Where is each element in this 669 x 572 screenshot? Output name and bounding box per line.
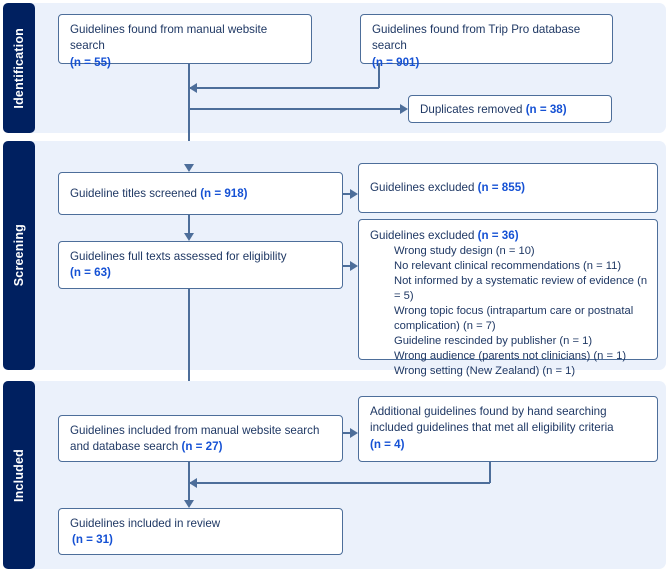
box-trip-pro-search: Guidelines found from Trip Pro database …: [360, 14, 613, 69]
box-additional-hand-search-count: (n = 4): [370, 437, 405, 451]
connector-titles-to-excluded: [343, 193, 351, 195]
arrow-into-full-texts-excluded: [350, 261, 358, 271]
connector-trippro-left: [188, 87, 379, 89]
box-duplicates-removed-count: (n = 38): [525, 103, 567, 116]
box-titles-excluded-text: Guidelines excluded: [370, 181, 478, 194]
list-item: Wrong topic focus (intrapartum care or p…: [394, 305, 634, 333]
connector-fulltexts-to-excluded: [343, 265, 351, 267]
arrow-into-additional-box: [350, 428, 358, 438]
band-label-screening-text: Screening: [12, 224, 26, 287]
connector-titles-to-fulltexts: [188, 215, 190, 237]
box-duplicates-removed-text: Duplicates removed: [420, 103, 526, 116]
box-additional-hand-search-text: Additional guidelines found by hand sear…: [370, 405, 614, 435]
arrow-into-full-texts: [184, 233, 194, 241]
box-titles-screened: Guideline titles screened (n = 918): [58, 172, 343, 215]
box-full-texts-excluded: Guidelines excluded (n = 36) Wrong study…: [358, 219, 658, 377]
arrow-into-titles-screened: [184, 164, 194, 172]
box-included-from-searches-count: (n = 27): [181, 440, 223, 454]
box-manual-search-count: (n = 55): [70, 55, 111, 69]
connector-fulltexts-down: [188, 289, 190, 411]
list-item: Wrong audience (parents not clinicians) …: [394, 350, 627, 363]
connector-manual-down: [188, 64, 190, 172]
band-label-included: Included: [3, 381, 35, 569]
box-full-texts-assessed: Guidelines full texts assessed for eligi…: [58, 241, 343, 289]
connector-additional-left: [188, 482, 490, 484]
connector-additional-down: [489, 462, 491, 483]
arrow-into-titles-excluded: [350, 189, 358, 199]
list-item: Wrong study design (n = 10): [394, 245, 535, 258]
list-item: Not informed by a systematic review of e…: [394, 275, 648, 303]
arrow-into-spine-from-additional: [189, 478, 197, 488]
box-full-texts-excluded-text: Guidelines excluded: [370, 229, 478, 242]
list-item: No relevant clinical recommendations (n …: [394, 260, 622, 273]
box-included-in-review: Guidelines included in review (n = 31): [58, 508, 343, 555]
box-titles-excluded-count: (n = 855): [477, 181, 526, 194]
arrow-into-spine-from-trippro: [189, 83, 197, 93]
box-trip-pro-search-text: Guidelines found from Trip Pro database …: [372, 23, 581, 53]
box-included-in-review-text: Guidelines included in review: [70, 517, 221, 530]
box-included-in-review-count: (n = 31): [72, 533, 113, 547]
box-full-texts-excluded-count: (n = 36): [477, 229, 519, 242]
exclusion-reason-list: Wrong study design (n = 10) No relevant …: [370, 244, 648, 379]
box-titles-screened-text: Guideline titles screened: [70, 187, 201, 200]
box-duplicates-removed: Duplicates removed (n = 38): [408, 95, 612, 123]
connector-included-to-additional: [343, 432, 351, 434]
connector-spine-to-duplicates: [188, 108, 400, 110]
box-included-from-searches-text: Guidelines included from manual website …: [70, 424, 320, 454]
arrow-into-duplicates: [400, 104, 408, 114]
box-full-texts-assessed-count: (n = 63): [70, 266, 111, 280]
connector-trippro-down: [378, 64, 380, 88]
box-trip-pro-search-count: (n = 901): [372, 55, 420, 69]
box-manual-search: Guidelines found from manual website sea…: [58, 14, 312, 69]
box-titles-excluded: Guidelines excluded (n = 855): [358, 163, 658, 213]
box-full-texts-assessed-text: Guidelines full texts assessed for eligi…: [70, 250, 287, 263]
list-item: Wrong setting (New Zealand) (n = 1): [394, 365, 576, 378]
band-label-screening: Screening: [3, 141, 35, 370]
box-additional-hand-search: Additional guidelines found by hand sear…: [358, 396, 658, 462]
box-included-from-searches: Guidelines included from manual website …: [58, 415, 343, 462]
band-label-identification: Identification: [3, 3, 35, 133]
box-titles-screened-count: (n = 918): [200, 187, 248, 200]
band-label-identification-text: Identification: [12, 27, 26, 109]
box-manual-search-text: Guidelines found from manual website sea…: [70, 23, 268, 53]
band-label-included-text: Included: [12, 448, 26, 502]
list-item: Guideline rescinded by publisher (n = 1): [394, 335, 593, 348]
arrow-into-included-in-review: [184, 500, 194, 508]
